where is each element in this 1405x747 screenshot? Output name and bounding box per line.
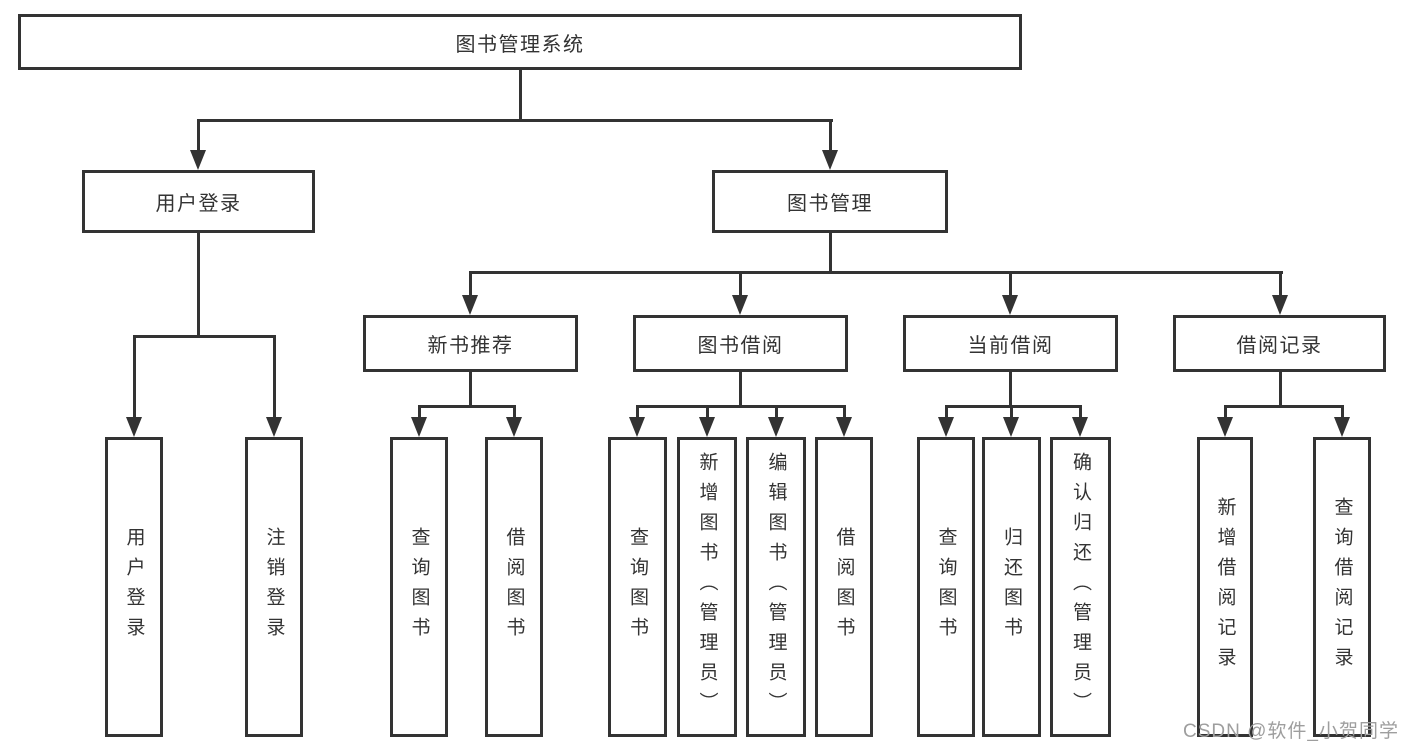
connector-line	[197, 119, 200, 152]
connector-line	[739, 271, 742, 297]
leaf-query-books-recommend: 查询图书	[390, 437, 448, 737]
connector-line	[1279, 271, 1282, 297]
connector-line	[739, 372, 742, 405]
connector-line	[133, 335, 276, 338]
node-label: 图书管理系统	[455, 33, 585, 56]
leaf-label: 新增图书（管理员）	[696, 452, 718, 722]
node-label: 图书管理	[787, 193, 873, 215]
leaf-add-borrow-record: 新增借阅记录	[1197, 437, 1253, 737]
leaf-borrow-books: 借阅图书	[815, 437, 873, 737]
connector-line	[1009, 271, 1012, 297]
leaf-label: 借阅图书	[503, 527, 525, 647]
connector-line	[197, 119, 833, 122]
csdn-watermark: CSDN @软件_小贺同学	[1183, 721, 1399, 742]
node-label: 借阅记录	[1236, 335, 1323, 357]
leaf-confirm-return-admin: 确认归还（管理员）	[1050, 437, 1111, 737]
arrow-down-icon	[1272, 295, 1288, 315]
leaf-label: 查询借阅记录	[1331, 497, 1353, 677]
connector-line	[706, 405, 709, 419]
leaf-edit-books-admin: 编辑图书（管理员）	[746, 437, 806, 737]
connector-line	[469, 271, 472, 297]
node-current-borrowing: 当前借阅	[903, 315, 1118, 372]
arrow-down-icon	[699, 417, 715, 437]
connector-line	[829, 233, 832, 271]
node-book-management: 图书管理	[712, 170, 948, 233]
arrow-down-icon	[190, 150, 206, 170]
arrow-down-icon	[768, 417, 784, 437]
leaf-query-books-current: 查询图书	[917, 437, 975, 737]
node-borrowing-records: 借阅记录	[1173, 315, 1386, 372]
connector-line	[418, 405, 421, 419]
connector-line	[133, 335, 136, 419]
node-label: 用户登录	[155, 193, 242, 215]
arrow-down-icon	[938, 417, 954, 437]
arrow-down-icon	[822, 150, 838, 170]
arrow-down-icon	[836, 417, 852, 437]
leaf-add-books-admin: 新增图书（管理员）	[677, 437, 737, 737]
leaf-label: 查询图书	[627, 527, 648, 647]
leaf-query-borrow-record: 查询借阅记录	[1313, 437, 1371, 737]
connector-line	[273, 335, 276, 419]
arrow-down-icon	[126, 417, 142, 437]
leaf-label: 确认归还（管理员）	[1070, 452, 1091, 722]
connector-line	[469, 271, 1283, 274]
leaf-label: 注销登录	[263, 527, 285, 647]
arrow-down-icon	[1217, 417, 1233, 437]
arrow-down-icon	[1002, 295, 1018, 315]
leaf-label: 归还图书	[1001, 527, 1022, 647]
connector-line	[1010, 405, 1013, 419]
connector-line	[636, 405, 846, 408]
connector-line	[1224, 405, 1227, 419]
leaf-label: 编辑图书（管理员）	[765, 452, 787, 722]
connector-line	[418, 405, 516, 408]
connector-line	[1224, 405, 1344, 408]
arrow-down-icon	[266, 417, 282, 437]
node-label: 图书借阅	[697, 335, 784, 357]
node-label: 当前借阅	[967, 335, 1054, 357]
connector-line	[636, 405, 639, 419]
connector-line	[945, 405, 1082, 408]
leaf-label: 查询图书	[408, 527, 430, 647]
arrow-down-icon	[506, 417, 522, 437]
node-label: 新书推荐	[427, 335, 514, 357]
leaf-label: 用户登录	[123, 527, 145, 647]
connector-line	[519, 70, 522, 119]
leaf-label: 借阅图书	[833, 527, 855, 647]
connector-line	[1341, 405, 1344, 419]
arrow-down-icon	[732, 295, 748, 315]
leaf-return-books: 归还图书	[982, 437, 1041, 737]
leaf-borrow-books-recommend: 借阅图书	[485, 437, 543, 737]
arrow-down-icon	[1003, 417, 1019, 437]
connector-line	[829, 119, 832, 152]
leaf-label: 新增借阅记录	[1214, 497, 1236, 677]
leaf-label: 查询图书	[935, 527, 957, 647]
leaf-query-books-borrowing: 查询图书	[608, 437, 667, 737]
connector-line	[1279, 372, 1282, 405]
node-library-management-system: 图书管理系统	[18, 14, 1022, 70]
arrow-down-icon	[462, 295, 478, 315]
connector-line	[775, 405, 778, 419]
connector-line	[513, 405, 516, 419]
connector-line	[1009, 372, 1012, 405]
connector-line	[945, 405, 948, 419]
arrow-down-icon	[629, 417, 645, 437]
connector-line	[1079, 405, 1082, 419]
leaf-user-login: 用户登录	[105, 437, 163, 737]
node-new-book-recommendation: 新书推荐	[363, 315, 578, 372]
leaf-logout: 注销登录	[245, 437, 303, 737]
arrow-down-icon	[1334, 417, 1350, 437]
arrow-down-icon	[1072, 417, 1088, 437]
node-user-login: 用户登录	[82, 170, 315, 233]
connector-line	[843, 405, 846, 419]
arrow-down-icon	[411, 417, 427, 437]
node-book-borrowing: 图书借阅	[633, 315, 848, 372]
connector-line	[197, 233, 200, 335]
connector-line	[469, 372, 472, 405]
